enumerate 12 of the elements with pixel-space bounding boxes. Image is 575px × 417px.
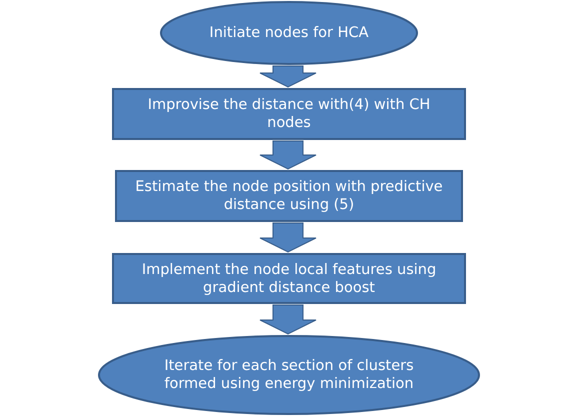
process-box <box>115 170 463 222</box>
node-text: Iterate for each section of clusters formed using energy minimization <box>163 357 415 393</box>
node-text: Initiate nodes for HCA <box>208 24 370 42</box>
process-box <box>112 88 466 140</box>
node-text: Implement the node local features using gradient distance boost <box>140 260 438 296</box>
block-arrow <box>260 66 316 88</box>
node-text: Estimate the node position with predictive distance using (5) <box>134 178 444 214</box>
process-box <box>112 253 466 304</box>
block-arrow <box>260 222 316 253</box>
block-arrow <box>260 140 316 170</box>
block-arrow <box>260 304 316 335</box>
node-text: Improvise the distance with(4) with CH nodes <box>146 96 432 132</box>
